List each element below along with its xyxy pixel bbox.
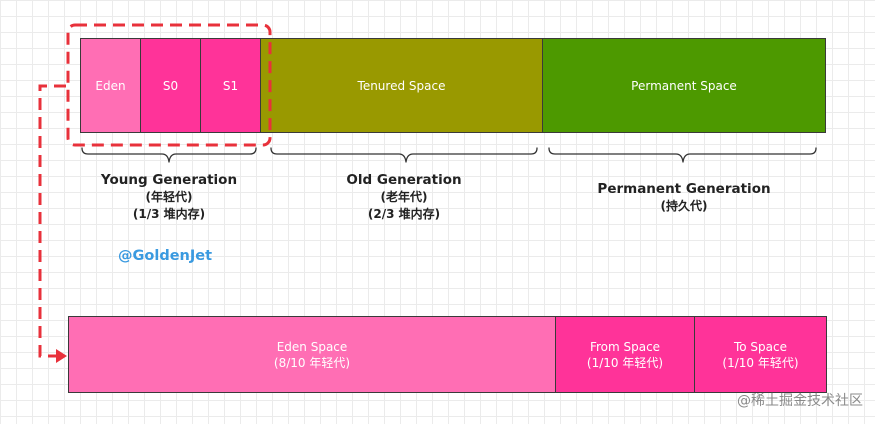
old-generation-ratio: (2/3 堆内存) (367, 207, 441, 221)
young-generation-label: Young Generation (年轻代) (1/3 堆内存) (88, 172, 250, 223)
eden-space-block: Eden Space (8/10 年轻代) (68, 316, 556, 393)
from-space-name: From Space (589, 339, 661, 354)
young-brace (81, 147, 257, 163)
old-generation-title: Old Generation (346, 172, 462, 188)
eden-space-ratio: (8/10 年轻代) (273, 355, 351, 370)
old-generation-label: Old Generation (老年代) (2/3 堆内存) (323, 172, 485, 223)
permanent-block: Permanent Space (542, 38, 826, 133)
permanent-brace (548, 147, 817, 163)
permanent-generation-zh: (持久代) (660, 199, 708, 213)
author-watermark: @GoldenJet (118, 248, 213, 264)
young-highlight-box (66, 23, 272, 147)
eden-block: Eden (80, 38, 141, 133)
expand-arrow-line (38, 84, 66, 358)
permanent-generation-label: Permanent Generation (持久代) (583, 181, 785, 215)
permanent-generation-title: Permanent Generation (597, 181, 771, 197)
s1-block: S1 (200, 38, 261, 133)
old-brace (270, 147, 538, 163)
young-generation-zh: (年轻代) (145, 190, 193, 204)
s0-block: S0 (140, 38, 201, 133)
permanent-label: Permanent Space (631, 78, 737, 93)
s0-label: S0 (162, 78, 179, 93)
old-generation-zh: (老年代) (380, 190, 428, 204)
to-space-ratio: (1/10 年轻代) (722, 355, 799, 370)
from-space-block: From Space (1/10 年轻代) (555, 316, 695, 393)
tenured-label: Tenured Space (357, 78, 446, 93)
site-watermark: @稀土掘金技术社区 (737, 393, 863, 409)
young-generation-ratio: (1/3 堆内存) (132, 207, 206, 221)
from-space-ratio: (1/10 年轻代) (586, 355, 664, 370)
eden-label: Eden (95, 78, 126, 93)
tenured-block: Tenured Space (260, 38, 543, 133)
young-generation-title: Young Generation (100, 172, 238, 188)
eden-space-name: Eden Space (276, 339, 348, 354)
s1-label: S1 (222, 78, 239, 93)
to-space-block: To Space (1/10 年轻代) (694, 316, 827, 393)
expand-arrow-head (56, 349, 67, 363)
to-space-name: To Space (733, 339, 787, 354)
